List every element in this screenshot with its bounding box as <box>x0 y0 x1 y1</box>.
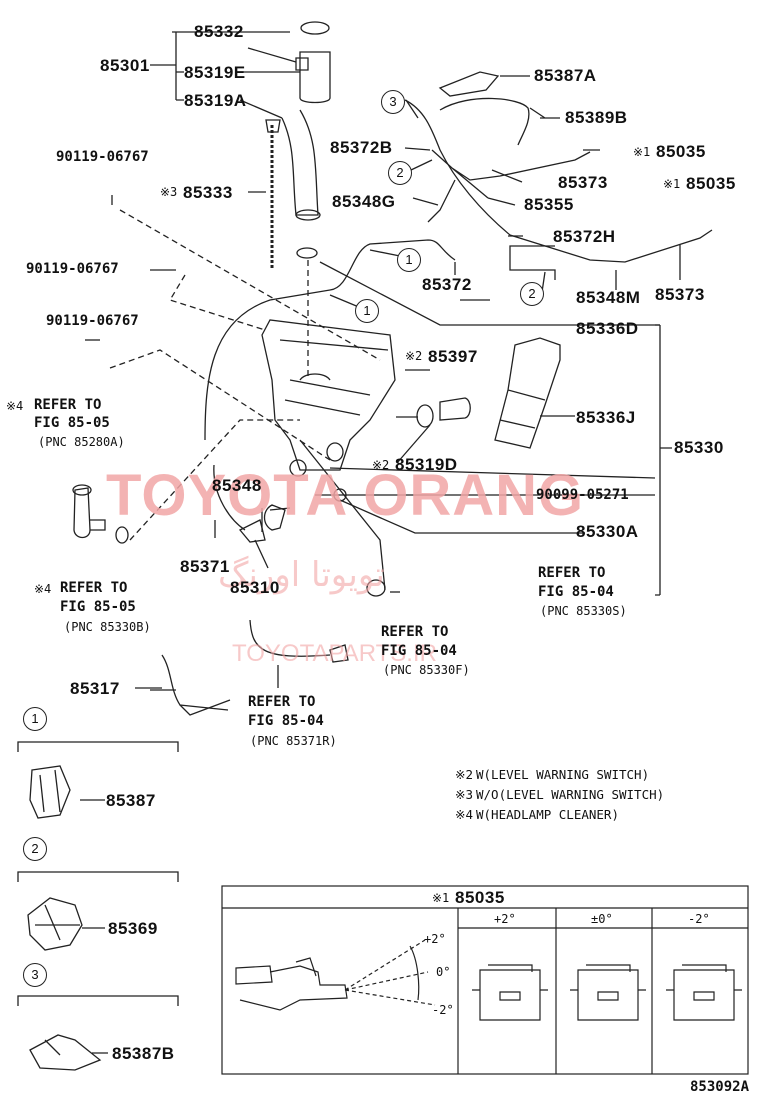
part-label-85301[interactable]: 85301 <box>100 56 150 75</box>
part-label-90119-06767[interactable]: 90119-06767 <box>46 313 139 329</box>
part-label-85373[interactable]: 85373 <box>558 173 608 192</box>
refer-pnc: (PNC 85330F) <box>383 663 470 677</box>
mark-1: ※1 <box>633 145 651 159</box>
refer-pnc: (PNC 85371R) <box>250 734 337 748</box>
part-label-85317[interactable]: 85317 <box>70 679 120 698</box>
callout-2: 2 <box>388 161 412 185</box>
footnote-2: W(LEVEL WARNING SWITCH) <box>476 767 650 782</box>
figure-id: 853092A <box>690 1079 750 1095</box>
mark-1: ※1 <box>663 177 681 191</box>
part-label-85332[interactable]: 85332 <box>194 22 244 41</box>
mark-4: ※4 <box>34 582 52 596</box>
part-label-85389B[interactable]: 85389B <box>565 108 628 127</box>
refer-fig-link[interactable]: FIG 85-05 <box>60 599 136 615</box>
part-label-90099-05271[interactable]: 90099-05271 <box>536 487 629 503</box>
part-label-85330[interactable]: 85330 <box>674 438 724 457</box>
angle-label-bot: -2° <box>432 1003 454 1017</box>
part-label-85348G[interactable]: 85348G <box>332 192 396 211</box>
part-label-85355[interactable]: 85355 <box>524 195 574 214</box>
part-label-85310[interactable]: 85310 <box>230 578 280 597</box>
callout-2: 2 <box>520 282 544 306</box>
callout-2: 2 <box>23 837 47 861</box>
table-col-plus2: +2° <box>494 912 516 926</box>
callout-3: 3 <box>381 90 405 114</box>
refer-fig-link[interactable]: FIG 85-05 <box>34 415 110 431</box>
part-label-85035[interactable]: 85035 <box>686 174 736 193</box>
part-label-85373[interactable]: 85373 <box>655 285 705 304</box>
part-label-85372B[interactable]: 85372B <box>330 138 393 157</box>
angle-label-top: +2° <box>424 932 446 946</box>
part-label-85330A[interactable]: 85330A <box>576 522 639 541</box>
refer-fig-link[interactable]: FIG 85-04 <box>248 713 324 729</box>
refer-to-label: REFER TO <box>34 397 102 413</box>
mark-2: ※2 <box>405 349 423 363</box>
angle-label-mid: 0° <box>436 965 451 979</box>
mark-2: ※2 <box>372 458 390 472</box>
part-label-85319A[interactable]: 85319A <box>184 91 247 110</box>
footnote-mark-2: ※2 <box>455 767 473 782</box>
refer-to-label: REFER TO <box>60 580 128 596</box>
part-label-85319D[interactable]: 85319D <box>395 455 458 474</box>
refer-pnc: (PNC 85330S) <box>540 604 627 618</box>
refer-pnc: (PNC 85330B) <box>64 620 151 634</box>
mark-3: ※3 <box>160 185 178 199</box>
footnote-3: W/O(LEVEL WARNING SWITCH) <box>476 787 665 802</box>
part-label-85336D[interactable]: 85336D <box>576 319 639 338</box>
footnote-mark-3: ※3 <box>455 787 473 802</box>
part-label-85387[interactable]: 85387 <box>106 791 156 810</box>
refer-to-label: REFER TO <box>538 565 606 581</box>
part-label-85348M[interactable]: 85348M <box>576 288 641 307</box>
table-col-zero: ±0° <box>591 912 613 926</box>
watermark-main: TOYOTA ORANG <box>106 463 585 528</box>
callout-1: 1 <box>355 299 379 323</box>
refer-to-label: REFER TO <box>381 624 449 640</box>
part-label-85387B[interactable]: 85387B <box>112 1044 175 1063</box>
refer-fig-link[interactable]: FIG 85-04 <box>381 643 457 659</box>
part-label-90119-06767[interactable]: 90119-06767 <box>26 261 119 277</box>
part-label-85333[interactable]: 85333 <box>183 183 233 202</box>
part-label-85348[interactable]: 85348 <box>212 476 262 495</box>
part-label-85035[interactable]: 85035 <box>656 142 706 161</box>
refer-pnc: (PNC 85280A) <box>38 435 125 449</box>
part-label-85336J[interactable]: 85336J <box>576 408 636 427</box>
table-col-minus2: -2° <box>688 912 710 926</box>
part-label-90119-06767[interactable]: 90119-06767 <box>56 149 149 165</box>
footnote-mark-4: ※4 <box>455 807 473 822</box>
watermark-arabic: تويوتا اورنگ <box>218 555 385 595</box>
refer-fig-link[interactable]: FIG 85-04 <box>538 584 614 600</box>
part-label-85371[interactable]: 85371 <box>180 557 230 576</box>
callout-1: 1 <box>397 248 421 272</box>
mark-4: ※4 <box>6 399 24 413</box>
part-label-85369[interactable]: 85369 <box>108 919 158 938</box>
table-title-mark: ※1 <box>432 891 450 905</box>
callout-3: 3 <box>23 963 47 987</box>
footnote-4: W(HEADLAMP CLEANER) <box>476 807 619 822</box>
table-title: 85035 <box>455 888 505 907</box>
watermark-sub: TOYOTAPARTS.IR <box>232 640 437 667</box>
part-label-85397[interactable]: 85397 <box>428 347 478 366</box>
part-label-85372H[interactable]: 85372H <box>553 227 616 246</box>
callout-1: 1 <box>23 707 47 731</box>
part-label-85387A[interactable]: 85387A <box>534 66 597 85</box>
part-label-85319E[interactable]: 85319E <box>184 63 246 82</box>
refer-to-label: REFER TO <box>248 694 316 710</box>
part-label-85372[interactable]: 85372 <box>422 275 472 294</box>
